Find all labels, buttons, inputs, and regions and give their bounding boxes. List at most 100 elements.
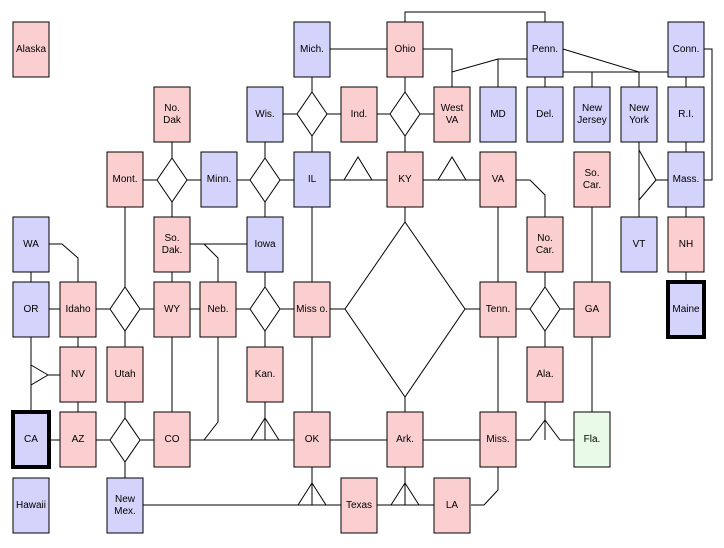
state-label-sodak: Dak. xyxy=(162,245,183,256)
state-label-nocar: Car. xyxy=(536,245,554,256)
state-box-la: LA xyxy=(433,477,471,534)
state-box-or: OR xyxy=(12,281,50,338)
state-box-neb: Neb. xyxy=(199,281,237,338)
state-rect-ala xyxy=(526,346,564,403)
state-box-ark: Ark. xyxy=(386,411,424,468)
state-label-nv: NV xyxy=(71,369,85,380)
state-box-ala: Ala. xyxy=(526,346,564,403)
state-box-md: MD xyxy=(479,86,517,143)
state-label-nodak: Dak xyxy=(163,115,182,126)
state-label-westva: VA xyxy=(446,115,459,126)
state-label-penn: Penn. xyxy=(532,44,558,55)
state-label-socar: Car. xyxy=(583,180,601,191)
state-rect-wis xyxy=(246,86,284,143)
state-label-alaska: Alaska xyxy=(16,44,46,55)
state-label-ky: KY xyxy=(398,174,412,185)
state-box-ind: Ind. xyxy=(340,86,378,143)
state-label-ny: New xyxy=(629,103,650,114)
state-label-va: VA xyxy=(492,174,505,185)
state-label-ind: Ind. xyxy=(351,109,368,120)
state-rect-sodak xyxy=(153,216,191,273)
state-rect-nh xyxy=(667,216,705,273)
state-label-nodak: No. xyxy=(164,103,180,114)
state-label-nocar: No. xyxy=(537,233,553,244)
state-label-fla: Fla. xyxy=(584,434,601,445)
state-rect-wy xyxy=(153,281,191,338)
state-box-mich: Mich. xyxy=(293,21,331,78)
state-rect-neb xyxy=(199,281,237,338)
state-box-ca: CA xyxy=(11,410,51,469)
state-label-miss: Miss. xyxy=(486,434,509,445)
state-box-penn: Penn. xyxy=(526,21,564,78)
state-label-la: LA xyxy=(446,500,459,511)
state-rect-maine xyxy=(666,280,706,339)
state-rect-ok xyxy=(293,411,331,468)
state-label-or: OR xyxy=(24,304,39,315)
state-rect-ky xyxy=(386,151,424,208)
state-label-md: MD xyxy=(490,109,506,120)
state-rect-nj xyxy=(573,86,611,143)
state-label-del: Del. xyxy=(536,109,554,120)
state-box-nh: NH xyxy=(667,216,705,273)
state-label-neb: Neb. xyxy=(207,304,228,315)
state-rect-tenn xyxy=(479,281,517,338)
state-label-mich: Mich. xyxy=(300,44,324,55)
state-label-texas: Texas xyxy=(346,500,372,511)
state-box-az: AZ xyxy=(59,411,97,468)
state-rect-utah xyxy=(106,346,144,403)
state-label-minn: Minn. xyxy=(207,174,231,185)
state-box-wa: WA xyxy=(12,216,50,273)
state-label-socar: So. xyxy=(584,168,599,179)
state-label-tenn: Tenn. xyxy=(486,304,510,315)
state-rect-penn xyxy=(526,21,564,78)
state-box-iowa: Iowa xyxy=(246,216,284,273)
junction-diamonds xyxy=(109,91,561,506)
state-rect-westva xyxy=(433,86,471,143)
state-label-westva: West xyxy=(441,103,464,114)
state-rect-ohio xyxy=(386,21,424,78)
state-rect-vt xyxy=(620,216,658,273)
state-rect-mont xyxy=(106,151,144,208)
state-label-ohio: Ohio xyxy=(394,44,416,55)
state-box-maine: Maine xyxy=(666,280,706,339)
state-rect-nodak xyxy=(153,86,191,143)
state-box-wy: WY xyxy=(153,281,191,338)
state-box-fla: Fla. xyxy=(573,411,611,468)
state-label-conn: Conn. xyxy=(673,44,700,55)
state-label-ark: Ark. xyxy=(396,434,414,445)
state-box-co: CO xyxy=(153,411,191,468)
state-label-nj: Jersey xyxy=(577,115,606,126)
state-label-az: AZ xyxy=(72,434,85,445)
state-rect-texas xyxy=(340,477,378,534)
state-rect-ga xyxy=(573,281,611,338)
state-label-ala: Ala. xyxy=(536,369,553,380)
state-rect-miss xyxy=(479,411,517,468)
state-rect-hawaii xyxy=(12,477,50,534)
state-box-hawaii: Hawaii xyxy=(12,477,50,534)
state-label-il: IL xyxy=(308,174,317,185)
state-label-ga: GA xyxy=(585,304,600,315)
state-box-conn: Conn. xyxy=(667,21,705,78)
state-box-utah: Utah xyxy=(106,346,144,403)
state-box-wis: Wis. xyxy=(246,86,284,143)
state-rect-iowa xyxy=(246,216,284,273)
state-rect-del xyxy=(526,86,564,143)
state-label-hawaii: Hawaii xyxy=(16,500,46,511)
state-box-mont: Mont. xyxy=(106,151,144,208)
state-label-maine: Maine xyxy=(672,304,700,315)
state-label-kan: Kan. xyxy=(255,369,276,380)
state-rect-mich xyxy=(293,21,331,78)
state-box-ri: R.I. xyxy=(667,86,705,143)
state-box-ok: OK xyxy=(293,411,331,468)
state-label-newmex: Mex. xyxy=(114,506,136,517)
state-rect-ca xyxy=(11,410,51,469)
state-rect-ind xyxy=(340,86,378,143)
state-rect-kan xyxy=(246,346,284,403)
state-rect-la xyxy=(433,477,471,534)
state-rect-or xyxy=(12,281,50,338)
